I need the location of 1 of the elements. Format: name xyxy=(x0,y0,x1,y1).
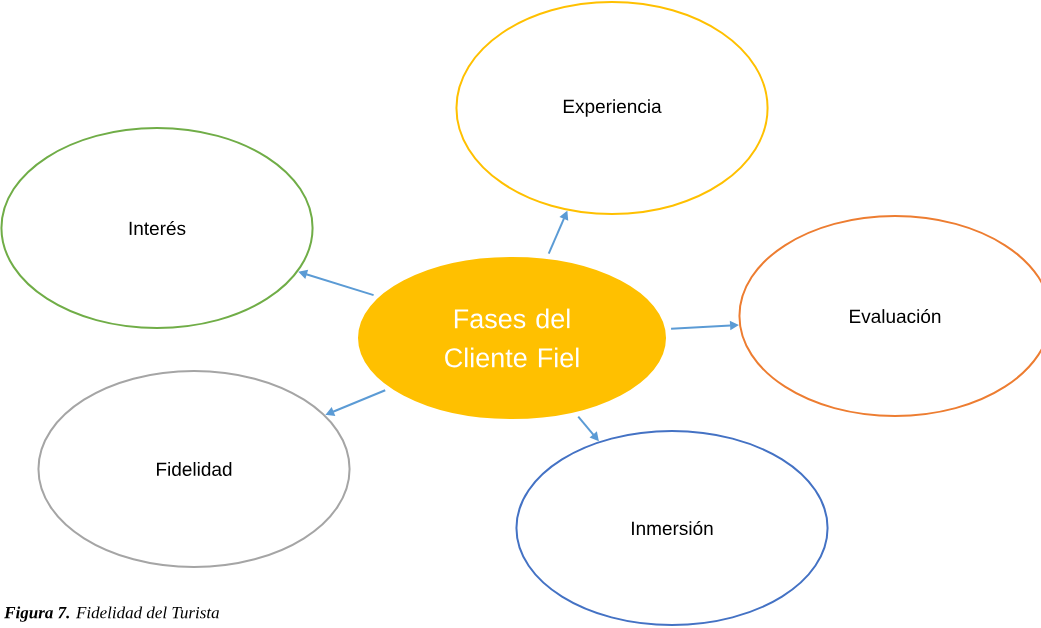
caption: Figura 7. Fidelidad del Turista xyxy=(4,606,219,622)
